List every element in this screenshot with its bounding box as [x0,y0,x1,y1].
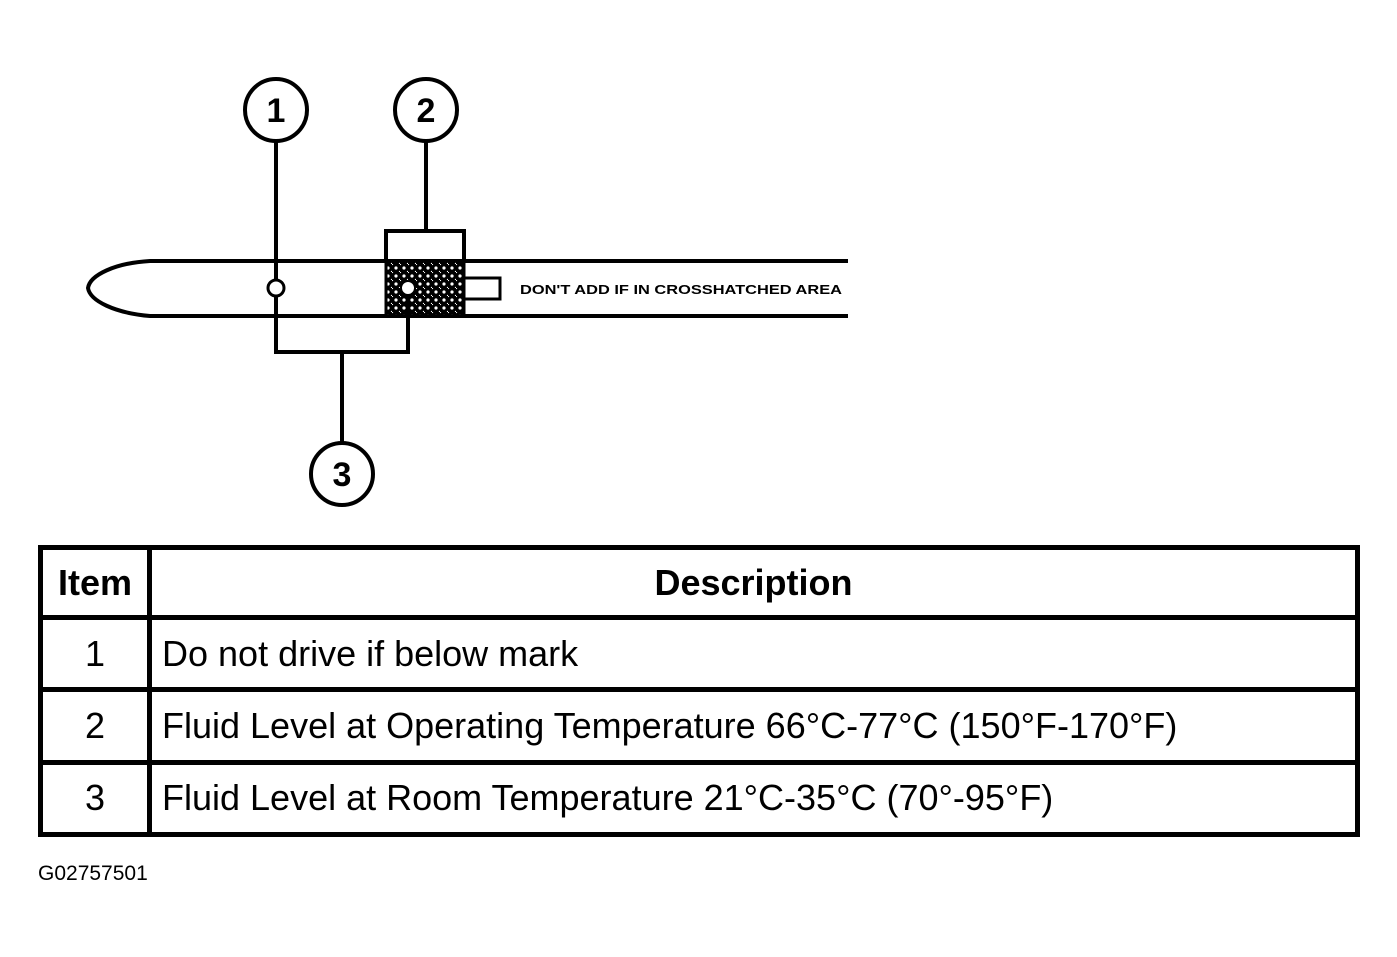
header-description: Description [147,545,1360,620]
table-row: 2 Fluid Level at Operating Temperature 6… [38,687,1360,765]
stick-text: DON'T ADD IF IN CROSSHATCHED AREA [520,282,843,297]
row-description: Fluid Level at Room Temperature 21°C-35°… [147,759,1360,838]
table-row: 3 Fluid Level at Room Temperature 21°C-3… [38,759,1360,838]
low-mark-hole [266,278,286,298]
crosshatched-area [384,259,466,318]
callout-1: 1 [243,77,309,143]
dipstick-diagram: DON'T ADD IF IN CROSSHATCHED AREA 1 2 3 [85,77,848,507]
callout-2: 2 [393,77,459,143]
figure-id: G02757501 [38,862,148,885]
bracket-2 [384,229,466,261]
header-item: Item [38,545,152,620]
row-description: Fluid Level at Operating Temperature 66°… [147,687,1360,765]
marker-box [462,276,502,301]
svg-text:2: 2 [417,92,436,130]
row-item: 1 [38,614,152,693]
row-description: Do not drive if below mark [147,614,1360,693]
table-header-row: Item Description [38,545,1360,620]
svg-text:1: 1 [267,92,286,130]
dipstick-blade [85,259,848,318]
legend-table: Item Description 1 Do not drive if below… [38,545,1360,838]
row-item: 3 [38,759,152,838]
callout-3: 3 [309,441,375,507]
svg-text:3: 3 [333,456,352,494]
crosshatch-hole [400,280,416,296]
row-item: 2 [38,687,152,765]
table-row: 1 Do not drive if below mark [38,614,1360,693]
